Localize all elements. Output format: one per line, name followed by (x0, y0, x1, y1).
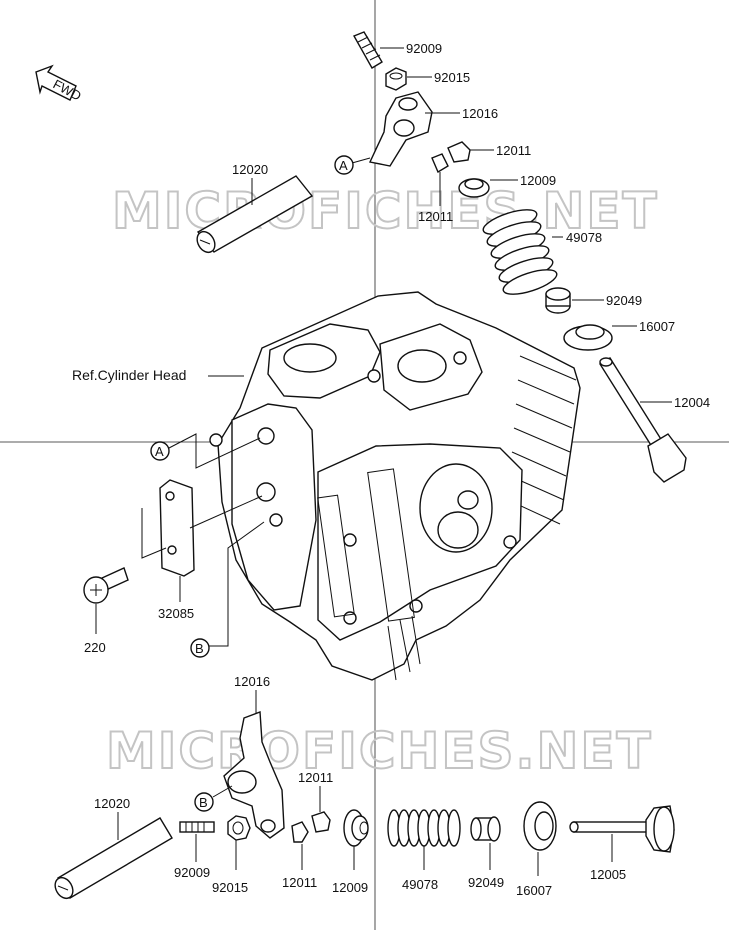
lower-spring-seat (523, 801, 557, 851)
lower-valve-seal (470, 816, 501, 842)
upper-cotter-left-label: 12011 (418, 209, 453, 224)
bolt-label: 220 (84, 640, 106, 655)
reference-label: Ref.Cylinder Head (72, 367, 186, 383)
exhaust-valve-label: 12005 (590, 867, 626, 882)
cylinder-head (209, 291, 581, 681)
lower-retainer-label: 12009 (332, 880, 368, 895)
lower-adjust-screw (179, 821, 215, 833)
plate-label: 32085 (158, 606, 194, 621)
upper-valve-seal (545, 287, 571, 314)
upper-rocker-shaft-label: 12020 (232, 162, 268, 177)
lower-valve-spring-label: 49078 (402, 877, 438, 892)
svg-text:A: A (339, 158, 348, 173)
upper-rocker-arm (368, 91, 433, 167)
lower-nut-label: 92015 (212, 880, 248, 895)
upper-cotter-right (447, 141, 471, 163)
lower-adjust-screw-label: 92009 (174, 865, 210, 880)
lower-rocker-shaft-label: 12020 (94, 796, 130, 811)
fwd-arrow-icon: FWD (35, 64, 84, 104)
upper-spring-seat-label: 16007 (639, 319, 675, 334)
lower-valve-spring (387, 809, 461, 847)
upper-rocker-shaft (196, 175, 314, 254)
upper-nut-label: 92015 (434, 70, 470, 85)
upper-retainer-label: 12009 (520, 173, 556, 188)
lower-nut (227, 815, 251, 841)
lower-spring-seat-label: 16007 (516, 883, 552, 898)
plate (159, 479, 195, 577)
svg-text:B: B (199, 795, 208, 810)
lower-rocker-shaft (54, 817, 173, 900)
intake-valve-label: 12004 (674, 395, 710, 410)
lower-cotter-top-label: 12011 (298, 770, 333, 785)
lower-retainer (343, 809, 369, 847)
upper-retainer (458, 178, 490, 198)
svg-text:B: B (195, 641, 204, 656)
upper-spring-seat (563, 324, 613, 351)
lower-rocker-arm-label: 12016 (234, 674, 270, 689)
upper-adjust-screw (352, 31, 383, 69)
upper-cotter-left (431, 153, 449, 174)
watermark-bottom: MICROFICHES.NET (106, 722, 653, 780)
callout-b-lower (194, 792, 214, 812)
intake-valve (599, 357, 687, 483)
svg-text:FWD: FWD (51, 76, 84, 103)
callout-a-upper (334, 155, 354, 175)
upper-cotter-right-label: 12011 (496, 143, 531, 158)
upper-valve-spring-label: 49078 (566, 230, 602, 245)
bolt (83, 567, 129, 604)
upper-valve-seal-label: 92049 (606, 293, 642, 308)
svg-text:A: A (155, 444, 164, 459)
upper-valve-spring (482, 209, 558, 295)
lower-cotter-top (311, 811, 331, 833)
callout-b-middle (190, 638, 210, 658)
upper-rocker-arm-label: 12016 (462, 106, 498, 121)
upper-adjust-screw-label: 92009 (406, 41, 442, 56)
lower-valve-seal-label: 92049 (468, 875, 504, 890)
lower-rocker-arm (223, 711, 285, 839)
callout-a-middle (150, 441, 170, 461)
upper-nut (385, 67, 407, 91)
lower-cotter-bottom-label: 12011 (282, 875, 317, 890)
lower-cotter-bottom (291, 821, 309, 843)
exhaust-valve (569, 805, 675, 853)
